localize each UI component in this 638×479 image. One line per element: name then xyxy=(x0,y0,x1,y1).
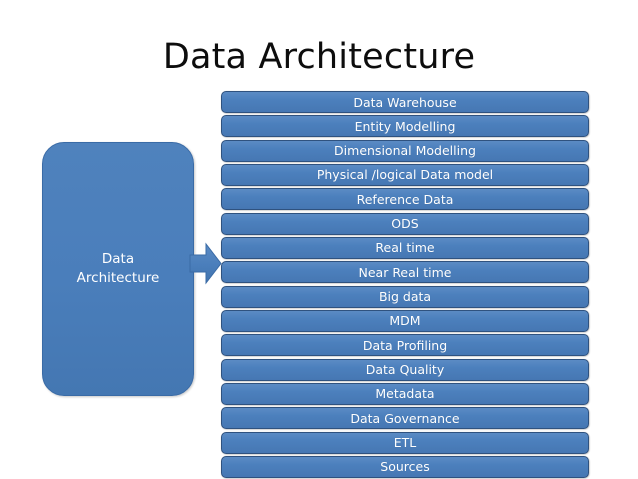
component-bar-label: Physical /logical Data model xyxy=(316,167,494,183)
component-bar[interactable]: Data Governance xyxy=(221,407,589,430)
arrow-right-icon xyxy=(189,242,222,285)
component-bar[interactable]: MDM xyxy=(221,309,589,332)
component-bar[interactable]: Real time xyxy=(221,236,589,259)
component-bar-label: Metadata xyxy=(375,386,435,402)
source-node-label: Data Architecture xyxy=(76,251,160,286)
component-bar[interactable]: Metadata xyxy=(221,382,589,405)
component-bar-label: Big data xyxy=(378,289,432,305)
component-bar[interactable]: ODS xyxy=(221,212,589,235)
component-bar-label: Near Real time xyxy=(358,264,452,280)
component-bar[interactable]: Sources xyxy=(221,455,589,478)
component-bar-label: Data Governance xyxy=(350,410,460,426)
component-bar-label: Real time xyxy=(375,240,435,256)
component-bar-label: Data Warehouse xyxy=(353,94,457,110)
component-bar[interactable]: Entity Modelling xyxy=(221,115,589,138)
component-bar-label: Entity Modelling xyxy=(354,118,456,134)
component-bar[interactable]: Near Real time xyxy=(221,261,589,284)
component-bar[interactable]: Data Quality xyxy=(221,358,589,381)
component-bar-label: Data Quality xyxy=(365,362,445,378)
component-bar-label: ETL xyxy=(393,435,417,451)
component-bar[interactable]: Data Profiling xyxy=(221,334,589,357)
component-bar-label: Data Profiling xyxy=(362,337,448,353)
component-bar-label: Reference Data xyxy=(356,191,454,207)
component-bar[interactable]: Data Warehouse xyxy=(221,91,589,113)
component-bar-label: ODS xyxy=(391,216,419,232)
component-bar[interactable]: Reference Data xyxy=(221,188,589,211)
component-bar-label: MDM xyxy=(389,313,421,329)
component-bar[interactable]: ETL xyxy=(221,431,589,454)
component-bar[interactable]: Big data xyxy=(221,285,589,308)
component-bar[interactable]: Physical /logical Data model xyxy=(221,163,589,186)
page-title: Data Architecture xyxy=(162,37,476,77)
component-bar-label: Dimensional Modelling xyxy=(334,143,476,159)
source-node-data-architecture[interactable]: Data Architecture xyxy=(42,142,194,396)
component-bar-label: Sources xyxy=(380,459,430,475)
component-bar[interactable]: Dimensional Modelling xyxy=(221,139,589,162)
